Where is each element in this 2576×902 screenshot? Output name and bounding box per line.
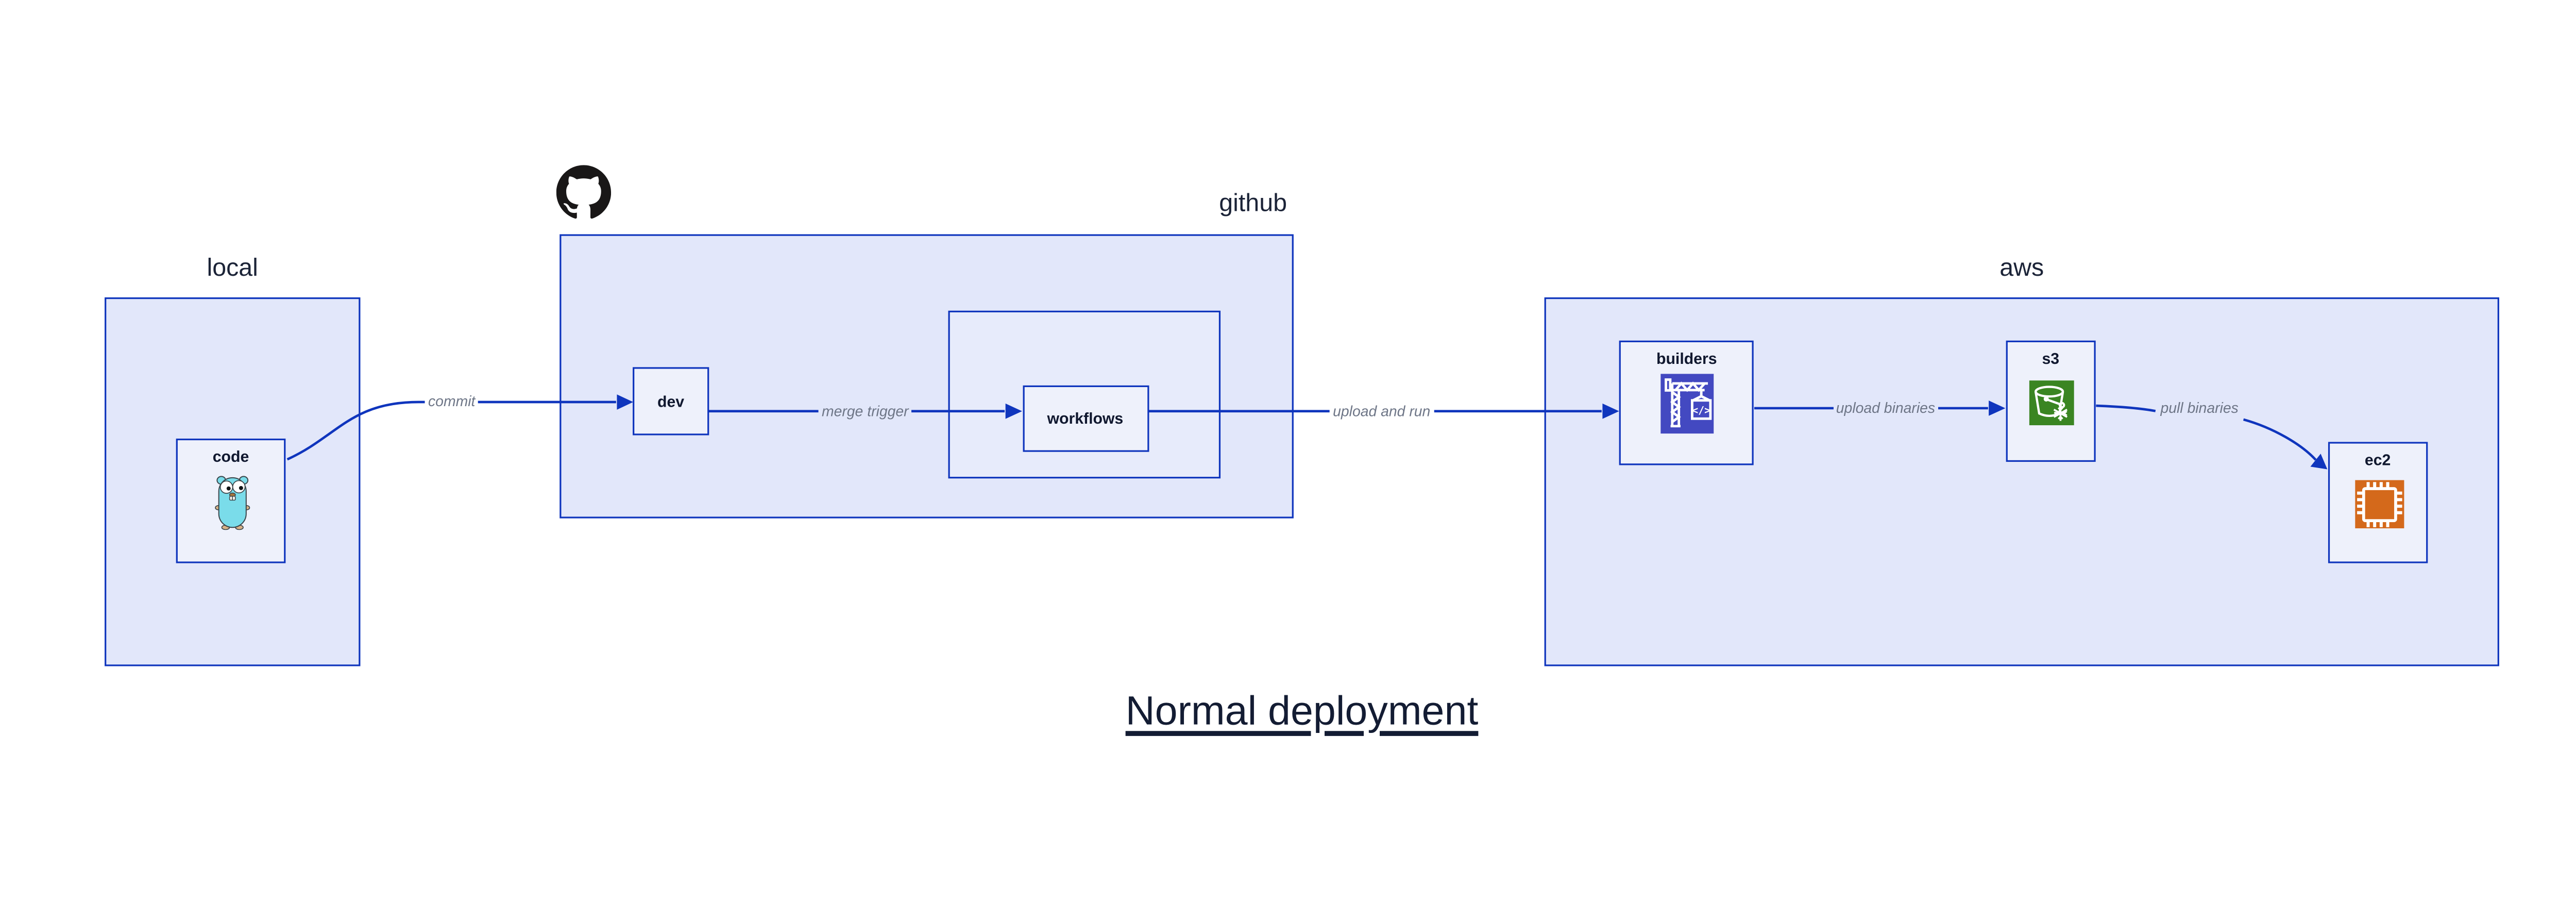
codebuild-crane-icon: </> [1660, 373, 1714, 433]
node-label-code: code [212, 447, 249, 465]
github-logo-icon [555, 164, 611, 218]
node-workflows: workflows [1022, 386, 1148, 452]
node-label-ec2: ec2 [2364, 449, 2391, 468]
svg-text:</>: </> [1692, 404, 1710, 416]
node-label-workflows: workflows [1047, 409, 1124, 428]
node-code: code [176, 438, 286, 563]
container-label-local: local [207, 254, 258, 282]
edge-label-upload-and-run: upload and run [1329, 402, 1434, 421]
node-builders: builders </> [1619, 340, 1754, 465]
edge-label-upload-binaries: upload binaries [1833, 399, 1939, 417]
gopher-icon [215, 476, 250, 530]
container-label-github: github [1219, 189, 1287, 218]
container-label-aws: aws [1999, 254, 2044, 282]
node-label-dev: dev [657, 392, 685, 411]
node-s3: s3 [2005, 340, 2096, 462]
ec2-chip-icon [2354, 479, 2404, 529]
node-label-s3: s3 [2042, 348, 2060, 367]
node-ec2: ec2 [2328, 441, 2428, 563]
node-label-builders: builders [1656, 348, 1717, 367]
edge-label-commit: commit [425, 392, 479, 411]
node-dev: dev [633, 366, 709, 437]
edge-label-merge-trigger: merge trigger [818, 402, 912, 421]
edge-label-pull-binaries: pull binaries [2160, 399, 2239, 416]
diagram-title: Normal deployment [1125, 689, 1479, 734]
s3-bucket-icon [2029, 380, 2075, 425]
